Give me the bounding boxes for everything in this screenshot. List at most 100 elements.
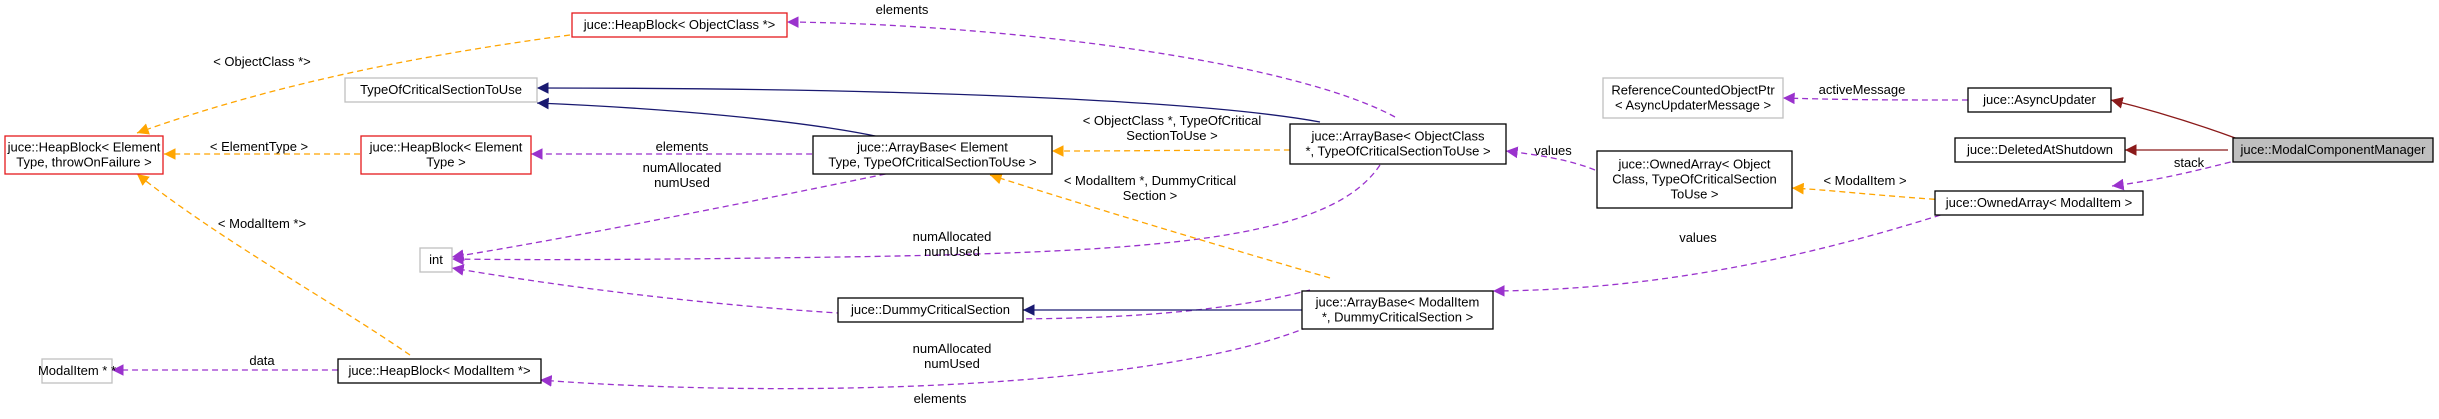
node-deleted-at-shutdown[interactable]: juce::DeletedAtShutdown <box>1954 137 2126 163</box>
edge-label-line: < ObjectClass *> <box>213 54 311 69</box>
edge-label-objectclass-star: < ObjectClass *> <box>213 54 311 69</box>
edge-elements-top <box>786 16 1396 118</box>
edge-objclass-tocs <box>1051 145 1291 157</box>
node-heap-element-left[interactable]: juce::HeapBlock< ElementType, throwOnFai… <box>4 135 164 175</box>
edge-label-elementtype: < ElementType > <box>210 139 308 154</box>
node-box <box>1301 290 1494 330</box>
edge-label-line: < ModalItem > <box>1823 173 1906 188</box>
node-box <box>1967 87 2112 113</box>
node-label-line: ReferenceCountedObjectPtr <box>1611 83 1775 98</box>
node-box <box>4 135 164 175</box>
edge-label-line: numUsed <box>924 244 980 259</box>
node-modal-component-manager[interactable]: juce::ModalComponentManager <box>2232 137 2434 163</box>
node-label-line: Class, TypeOfCriticalSection <box>1612 172 1777 187</box>
edge-label-elements-mid: elements <box>656 139 709 154</box>
node-box <box>571 12 788 38</box>
node-tocs[interactable]: TypeOfCriticalSectionToUse <box>344 77 538 103</box>
node-label-line: juce::OwnedArray< Object <box>1617 157 1770 172</box>
node-label-line: juce::DeletedAtShutdown <box>1966 142 2113 157</box>
edge-modalitem-dummy <box>989 172 1331 279</box>
edge-label-stack: stack <box>2174 155 2205 170</box>
node-label-line: juce::ModalComponentManager <box>2240 142 2427 157</box>
node-refcounted[interactable]: ReferenceCountedObjectPtr< AsyncUpdaterM… <box>1602 77 1784 119</box>
edge-label-line: numUsed <box>654 175 710 190</box>
node-heap-modal[interactable]: juce::HeapBlock< ModalItem *> <box>337 358 542 384</box>
edge-label-line: values <box>1679 230 1717 245</box>
edge-label-line: < ModalItem *, DummyCritical <box>1064 173 1236 188</box>
edge-label-values-lower: values <box>1679 230 1717 245</box>
edge-label-line: numAllocated <box>643 160 722 175</box>
edge-label-line: elements <box>914 391 967 406</box>
edge-objectclass-star <box>136 34 571 135</box>
node-heap-element-mid[interactable]: juce::HeapBlock< ElementType > <box>360 135 532 175</box>
edge-label-line: elements <box>656 139 709 154</box>
edge-modalitem-star-left <box>136 173 411 356</box>
node-owned-modal[interactable]: juce::OwnedArray< ModalItem > <box>1934 190 2144 216</box>
node-box <box>1954 137 2126 163</box>
edge-label-elements-top: elements <box>876 2 929 17</box>
node-label-line: TypeOfCriticalSectionToUse <box>360 82 522 97</box>
edge-label-objclass-tocs: < ObjectClass *, TypeOfCriticalSectionTo… <box>1083 113 1262 143</box>
nodes: juce::HeapBlock< ObjectClass *>TypeOfCri… <box>4 12 2434 384</box>
node-box <box>812 135 1053 175</box>
edge-numalloc-upper <box>451 169 906 261</box>
node-box <box>2232 137 2434 163</box>
node-label-line: Type, throwOnFailure > <box>16 155 151 170</box>
node-arraybase-modal[interactable]: juce::ArrayBase< ModalItem*, DummyCritic… <box>1301 290 1494 330</box>
edge-label-values-upper: values <box>1534 143 1572 158</box>
node-label-line: juce::ArrayBase< Element <box>856 140 1008 155</box>
edge-label-line: numUsed <box>924 356 980 371</box>
node-label-line: Type > <box>426 155 465 170</box>
edge-label-line: Section > <box>1123 188 1178 203</box>
edge-label-data: data <box>249 353 275 368</box>
edge-label-line: numAllocated <box>913 341 992 356</box>
node-box <box>419 247 453 273</box>
edge-elements-bottom <box>539 297 1361 390</box>
node-box <box>337 358 542 384</box>
edge-label-activemessage: activeMessage <box>1819 82 1906 97</box>
node-label-line: juce::ArrayBase< ObjectClass <box>1310 129 1485 144</box>
edge-label-line: activeMessage <box>1819 82 1906 97</box>
node-label-line: Type, TypeOfCriticalSectionToUse > <box>828 155 1036 170</box>
edge-tocs-to-objclass <box>536 82 1321 123</box>
node-arraybase-element[interactable]: juce::ArrayBase< ElementType, TypeOfCrit… <box>812 135 1053 175</box>
node-modalitem-ptr[interactable]: ModalItem * * <box>38 358 116 384</box>
node-int[interactable]: int <box>419 247 453 273</box>
edge-label-elements-bottom: elements <box>914 391 967 406</box>
edge-label-line: stack <box>2174 155 2205 170</box>
node-arraybase-objclass[interactable]: juce::ArrayBase< ObjectClass*, TypeOfCri… <box>1289 123 1507 165</box>
node-box <box>1596 150 1793 209</box>
node-label-line: int <box>429 252 443 267</box>
node-label-line: juce::ArrayBase< ModalItem <box>1315 295 1480 310</box>
node-box <box>1934 190 2144 216</box>
edge-label-line: values <box>1534 143 1572 158</box>
edge-numalloc-lower <box>451 264 1311 320</box>
node-async-updater[interactable]: juce::AsyncUpdater <box>1967 87 2112 113</box>
edge-values-lower <box>1492 211 1951 297</box>
edge-activemessage <box>1782 92 1969 105</box>
node-heap-objclass[interactable]: juce::HeapBlock< ObjectClass *> <box>571 12 788 38</box>
edges <box>112 16 2251 390</box>
edge-labels: elements < ObjectClass *> < ElementType > e… <box>210 2 2205 406</box>
node-label-line: juce::DummyCriticalSection <box>850 302 1010 317</box>
node-owned-objclass[interactable]: juce::OwnedArray< ObjectClass, TypeOfCri… <box>1596 150 1793 209</box>
node-label-line: juce::OwnedArray< ModalItem > <box>1945 195 2132 210</box>
node-box <box>41 358 113 384</box>
node-box <box>360 135 532 175</box>
edge-values-upper <box>1505 146 1596 171</box>
node-label-line: ToUse > <box>1670 187 1718 202</box>
edge-label-line: elements <box>876 2 929 17</box>
edge-label-line: < ElementType > <box>210 139 308 154</box>
edge-modalitem-owned <box>1791 182 1946 201</box>
edge-label-modalitem-owned: < ModalItem > <box>1823 173 1906 188</box>
node-label-line: *, DummyCriticalSection > <box>1322 310 1473 325</box>
node-dummy-cs[interactable]: juce::DummyCriticalSection <box>837 297 1024 323</box>
edge-async-inherit <box>2110 97 2239 140</box>
edge-label-line: data <box>249 353 275 368</box>
node-label-line: ModalItem * * <box>38 363 116 378</box>
edge-tocs-to-element <box>536 97 881 138</box>
